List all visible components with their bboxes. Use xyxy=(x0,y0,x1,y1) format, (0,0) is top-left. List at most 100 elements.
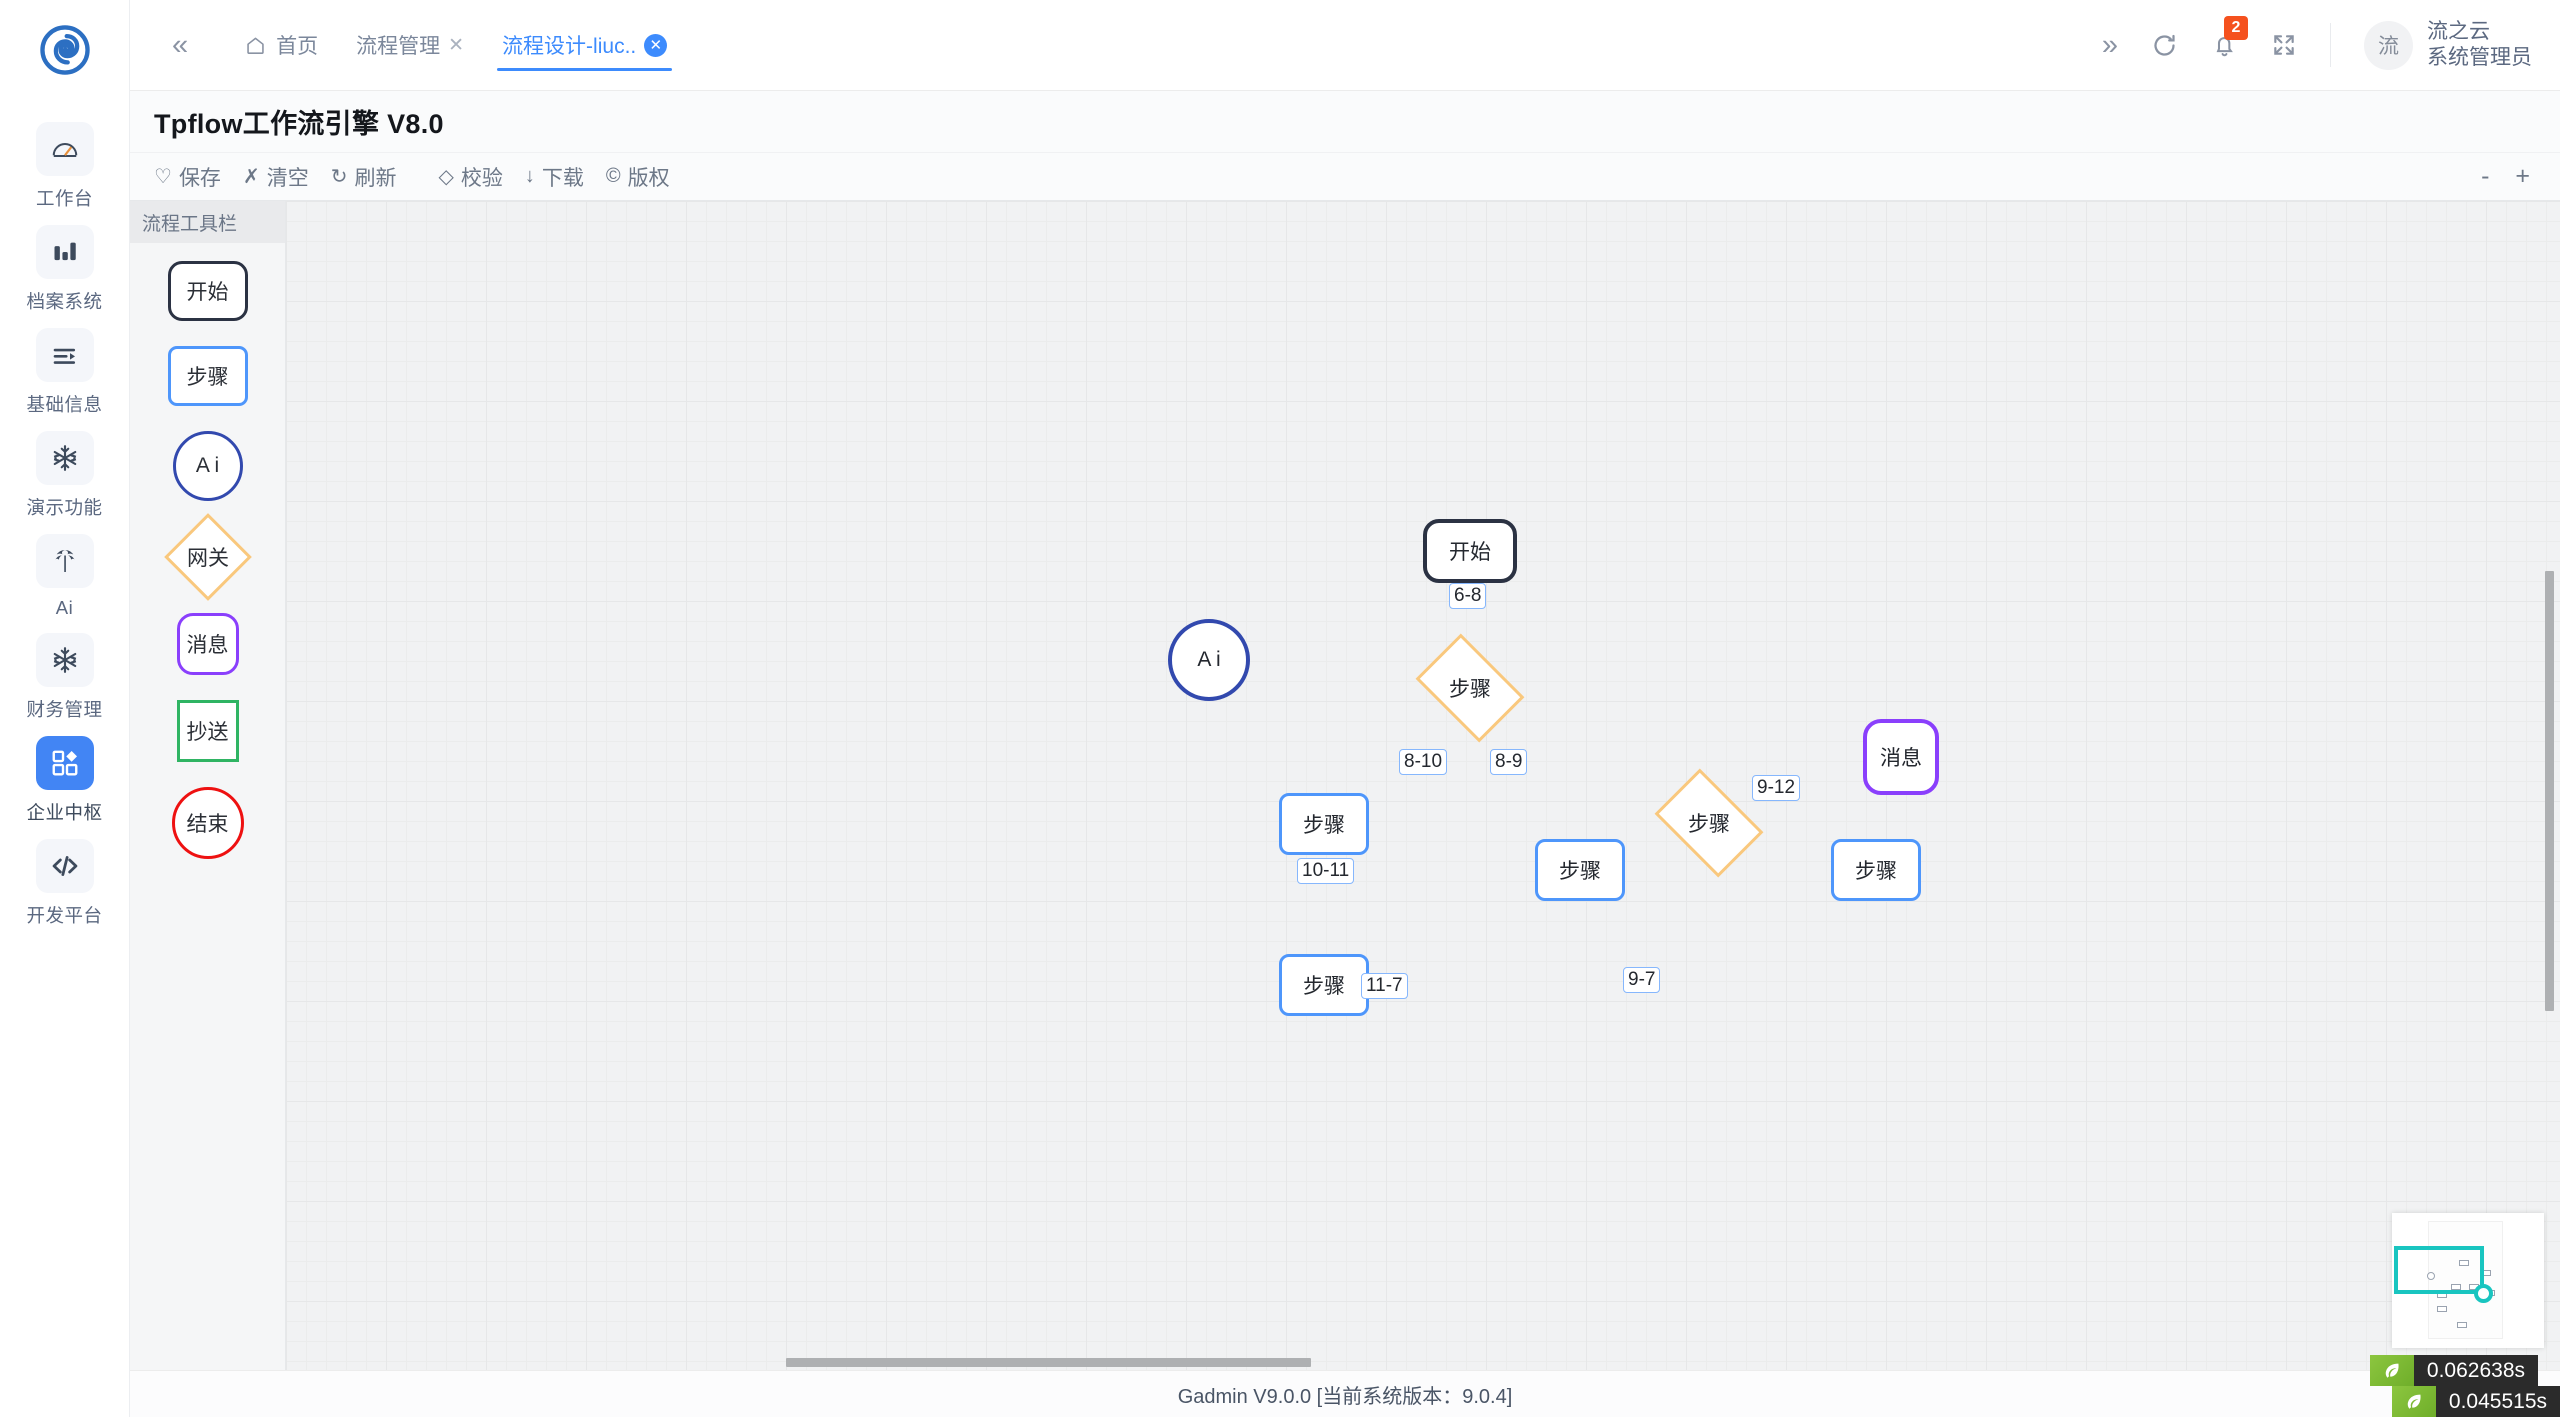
tab-home[interactable]: 首页 xyxy=(226,0,337,91)
button-label: 保存 xyxy=(178,166,221,190)
sidebar-item-dev-platform[interactable]: 开发平台 xyxy=(10,835,120,934)
palette-node-message[interactable]: 消息 xyxy=(176,613,239,675)
engine-title-bar: Tpflow工作流引擎 V8.0 xyxy=(130,91,2560,153)
palette-node-label: 消息 xyxy=(186,634,229,657)
copyright-button[interactable]: © 版权 xyxy=(606,162,670,192)
palette-node-gateway[interactable]: 网关 xyxy=(163,513,252,601)
page-title: Tpflow工作流引擎 V8.0 xyxy=(154,109,444,139)
tab-bar: 首页 流程管理 ✕ 流程设计-liuc.. ✕ xyxy=(226,0,686,91)
edge-label[interactable]: 6-8 xyxy=(1449,583,1487,609)
tab-label: 首页 xyxy=(276,35,319,58)
download-icon: ↓ xyxy=(524,165,535,187)
canvas-minimap[interactable] xyxy=(2392,1213,2544,1348)
canvas-node-gateway-8[interactable]: 步骤 xyxy=(1415,633,1525,743)
palette-node-label: A i xyxy=(195,454,220,477)
canvas-node-step-10[interactable]: 步骤 xyxy=(1279,793,1369,855)
palette-node-step[interactable]: 步骤 xyxy=(167,346,248,406)
palette-node-cc[interactable]: 抄送 xyxy=(176,700,239,762)
edge-label[interactable]: 9-7 xyxy=(1623,967,1661,993)
canvas-node-message[interactable]: 消息 xyxy=(1863,719,1939,795)
refresh-button[interactable]: ↻ 刷新 xyxy=(331,162,397,192)
heart-icon: ♡ xyxy=(154,166,172,188)
tab-label: 流程设计-liuc.. xyxy=(502,35,637,58)
code-icon xyxy=(35,839,94,893)
node-label: 开始 xyxy=(1449,541,1491,564)
button-label: 下载 xyxy=(541,166,584,190)
user-role: 系统管理员 xyxy=(2427,46,2532,69)
canvas-node-step-12[interactable]: 步骤 xyxy=(1831,839,1921,901)
app-logo[interactable] xyxy=(0,0,129,100)
palette-node-label: 网关 xyxy=(186,547,229,570)
sidebar-item-ai[interactable]: Ai xyxy=(10,530,120,625)
home-icon xyxy=(245,35,266,56)
palette-node-ai[interactable]: A i xyxy=(172,431,243,501)
sidebar-item-label: 档案系统 xyxy=(26,291,103,312)
zoom-controls: - + xyxy=(2481,164,2560,189)
sidebar-item-enterprise-hub[interactable]: 企业中枢 xyxy=(10,732,120,831)
logo-spiral-icon xyxy=(39,25,90,75)
zoom-out-button[interactable]: - xyxy=(2481,162,2490,190)
bar-chart-icon xyxy=(35,225,94,279)
button-label: 校验 xyxy=(460,166,503,190)
sidebar-item-label: 财务管理 xyxy=(26,699,103,720)
gauge-icon xyxy=(35,122,94,176)
minimap-node xyxy=(2451,1284,2461,1290)
sidebar-nav: 工作台 档案系统 基础信息 xyxy=(10,100,120,934)
node-label: 步骤 xyxy=(1303,814,1345,837)
edge-label[interactable]: 8-10 xyxy=(1399,749,1448,775)
edge-label[interactable]: 9-12 xyxy=(1752,775,1801,801)
tab-process-design[interactable]: 流程设计-liuc.. ✕ xyxy=(483,0,686,91)
download-button[interactable]: ↓ 下载 xyxy=(525,162,584,192)
canvas-node-step-13[interactable]: 步骤 xyxy=(1535,839,1625,901)
button-label: 清空 xyxy=(266,166,309,190)
save-button[interactable]: ♡ 保存 xyxy=(154,162,221,192)
zoom-in-button[interactable]: + xyxy=(2515,162,2530,190)
edge-label[interactable]: 10-11 xyxy=(1297,858,1355,884)
palette-items: 开始 步骤 A i 网关 消息 抄送 xyxy=(163,243,252,859)
user-menu[interactable]: 流 流之云 系统管理员 xyxy=(2364,19,2532,72)
palette-node-label: 抄送 xyxy=(186,721,229,744)
fullscreen-icon[interactable] xyxy=(2271,32,2297,58)
palette-node-end[interactable]: 结束 xyxy=(171,787,244,859)
bell-icon[interactable]: 2 xyxy=(2211,15,2248,59)
palette-node-label: 步骤 xyxy=(186,366,229,389)
canvas-node-gateway-9[interactable]: 步骤 xyxy=(1654,768,1764,878)
button-label: 版权 xyxy=(627,166,670,190)
double-chevron-left-icon[interactable]: « xyxy=(172,28,189,61)
sidebar-item-demo[interactable]: 演示功能 xyxy=(10,427,120,526)
clear-button[interactable]: ✗ 清空 xyxy=(243,162,309,192)
flow-toolbar: ♡ 保存 ✗ 清空 ↻ 刷新 ◇ 校验 ↓ 下载 © 版权 xyxy=(130,153,2560,201)
sidebar-item-archive[interactable]: 档案系统 xyxy=(10,221,120,320)
double-chevron-right-icon[interactable]: » xyxy=(2101,28,2118,61)
minimap-node xyxy=(2437,1306,2447,1312)
close-icon[interactable]: ✕ xyxy=(448,34,465,56)
canvas-node-start[interactable]: 开始 xyxy=(1423,519,1517,583)
canvas-horizontal-scrollbar[interactable] xyxy=(786,1358,1311,1367)
flow-canvas[interactable]: 开始 A i 步骤 步骤 步骤 步骤 xyxy=(286,201,2560,1370)
perf-time: 0.045515s xyxy=(2435,1386,2560,1417)
snowflake-icon xyxy=(35,633,94,687)
canvas-node-step-11[interactable]: 步骤 xyxy=(1279,954,1369,1016)
close-icon[interactable]: ✕ xyxy=(644,33,668,57)
sidebar-item-finance[interactable]: 财务管理 xyxy=(10,629,120,728)
palette-node-label: 结束 xyxy=(186,813,229,836)
canvas-node-ai[interactable]: A i xyxy=(1168,619,1250,701)
tab-process-management[interactable]: 流程管理 ✕ xyxy=(337,0,483,91)
sidebar-item-workbench[interactable]: 工作台 xyxy=(10,118,120,217)
validate-button[interactable]: ◇ 校验 xyxy=(438,162,502,192)
performance-widget: 0.062638s 0.045515s xyxy=(2369,1355,2560,1417)
sidebar-item-basic-info[interactable]: 基础信息 xyxy=(10,324,120,423)
node-label: 步骤 xyxy=(1303,975,1345,998)
minimap-resize-handle[interactable] xyxy=(2474,1284,2493,1303)
node-label: 步骤 xyxy=(1855,860,1897,883)
minimap-node xyxy=(2459,1260,2469,1266)
refresh-icon[interactable] xyxy=(2151,32,2178,59)
edge-label[interactable]: 8-9 xyxy=(1490,749,1528,775)
palm-icon xyxy=(35,534,94,588)
minimap-node xyxy=(2457,1322,2467,1328)
canvas-vertical-scrollbar[interactable] xyxy=(2545,571,2554,1011)
palette-node-start[interactable]: 开始 xyxy=(167,261,248,321)
minimap-viewport[interactable] xyxy=(2394,1246,2484,1294)
edge-label[interactable]: 11-7 xyxy=(1361,973,1408,999)
